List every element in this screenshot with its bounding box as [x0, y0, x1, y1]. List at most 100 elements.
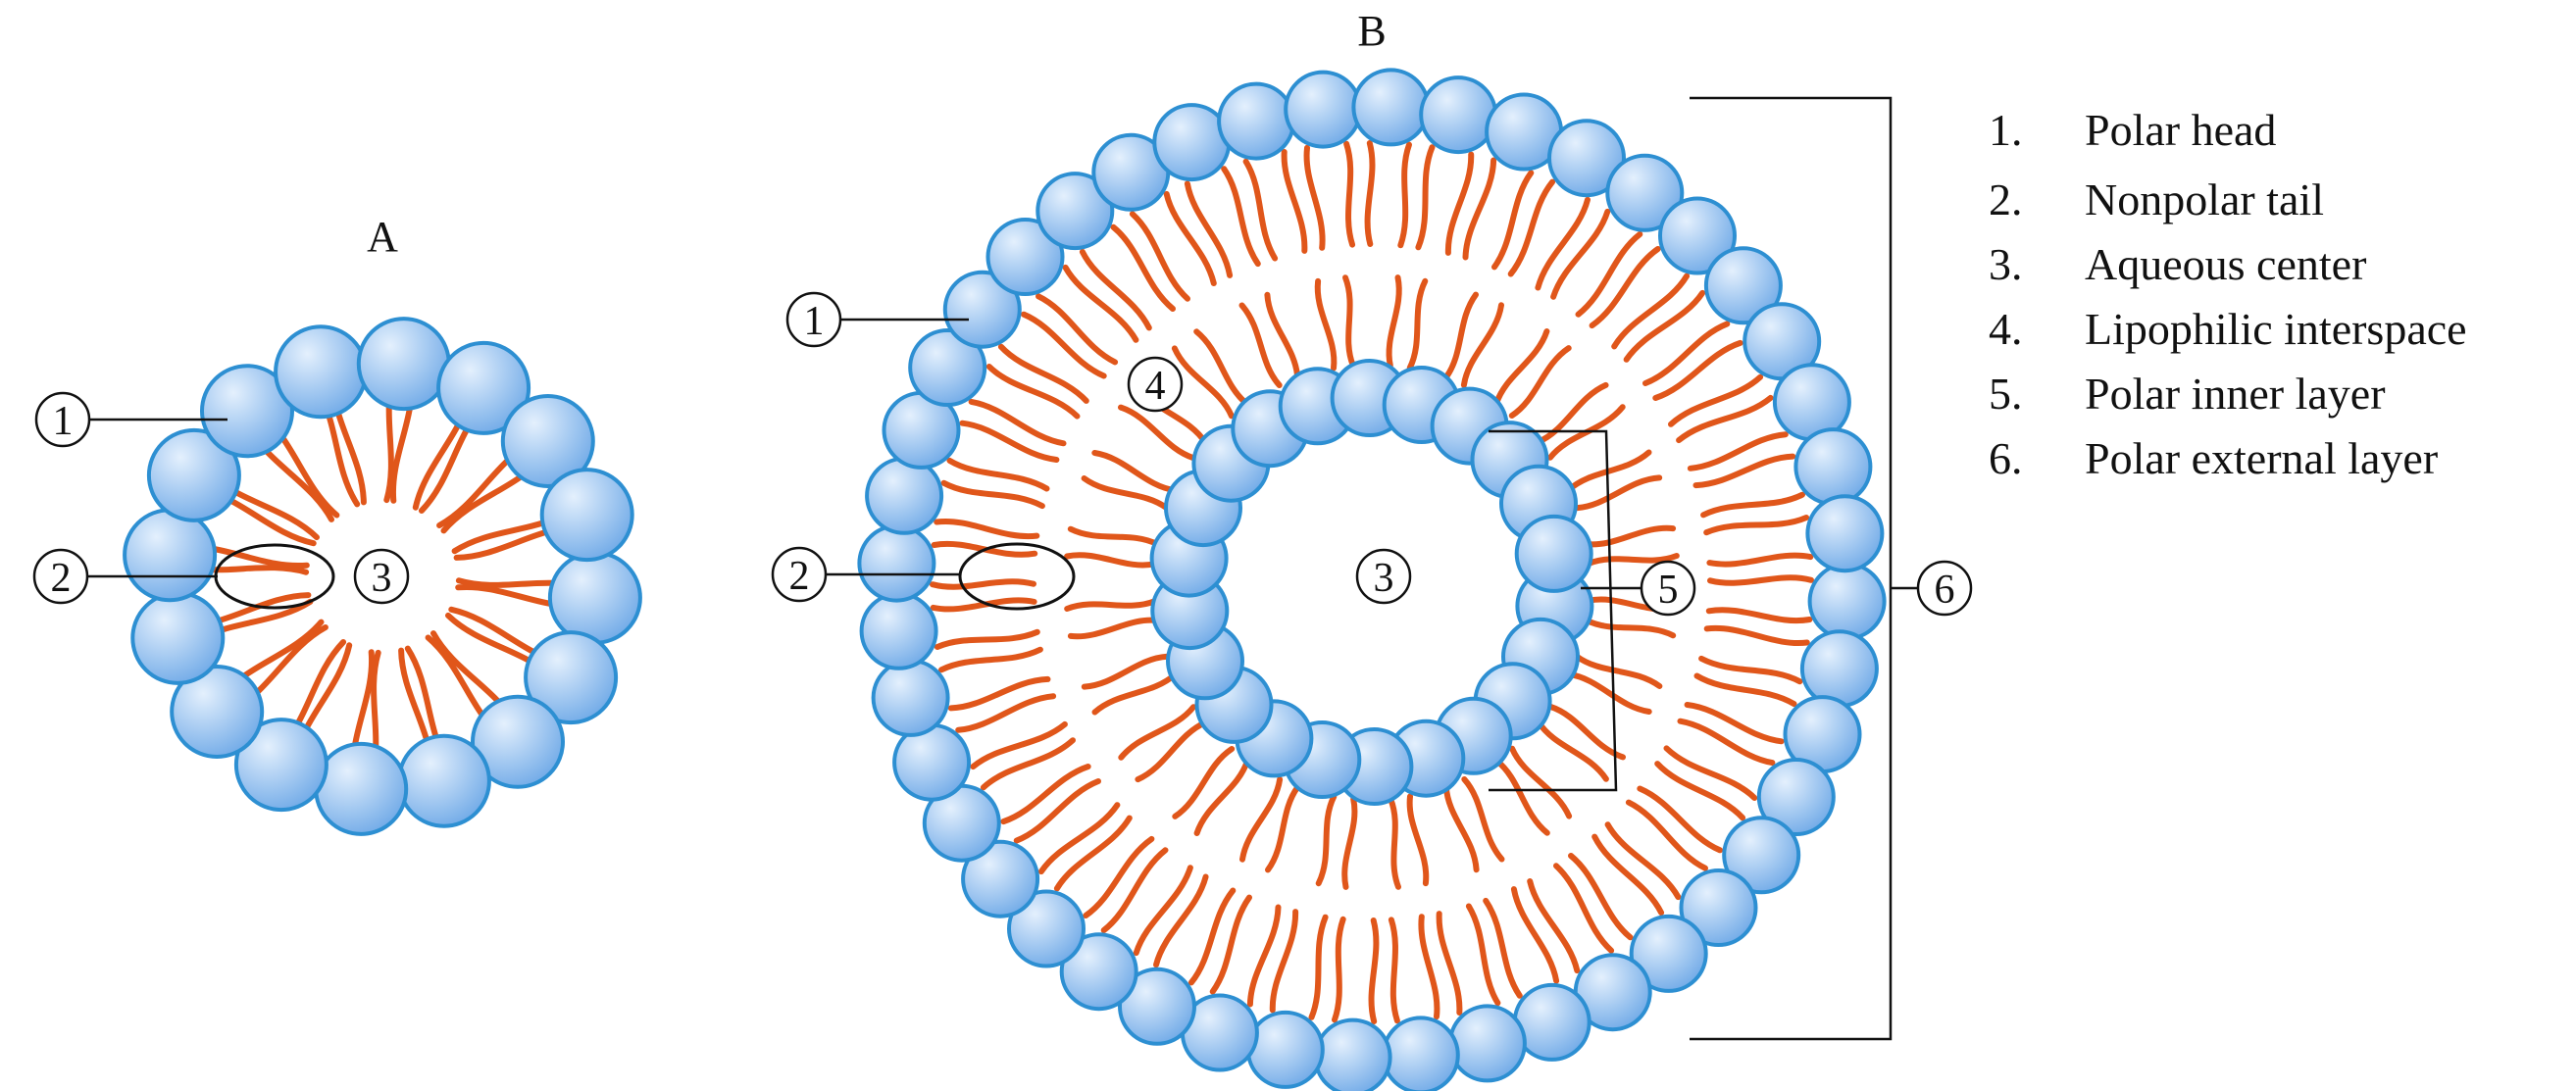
legend-label-5: Polar inner layer [2085, 369, 2386, 419]
vesicle-inner-tail [1091, 450, 1178, 494]
vesicle-outer-tail [1668, 373, 1764, 427]
vesicle-outer-tail [1083, 835, 1155, 918]
vesicle-inner-tail [1067, 525, 1161, 548]
micelle-head [200, 364, 294, 459]
vesicle-outer-head [1217, 81, 1296, 161]
vesicle-outer-tail [1684, 702, 1785, 745]
vesicle-outer-head [985, 218, 1065, 296]
legend-number-3: 3. [1989, 239, 2023, 289]
callout-b-6-circle [1916, 560, 1973, 617]
vesicle-outer-tail [1000, 764, 1091, 825]
vesicle-outer-tail [930, 597, 1037, 613]
vesicle-inner-tail [1566, 449, 1652, 493]
callout-b-3-circle [1355, 548, 1412, 605]
vesicle-inner-tail [1315, 793, 1338, 887]
vesicle-outer-head [1419, 75, 1498, 155]
vesicle-inner-tail [1535, 381, 1609, 445]
vesicle-outer-tail [1079, 248, 1152, 331]
vesicle-outer-tail [1368, 917, 1380, 1024]
vesicle-outer-tail [1625, 799, 1708, 871]
legend: 1. Polar head 2. Nonpolar tail 3. Aqueou… [1989, 105, 2467, 483]
legend-number-6: 6. [1989, 433, 2023, 483]
vesicle-inner-tail [1118, 404, 1196, 462]
vesicle-inner-tail [1442, 783, 1480, 873]
vesicle-outer-head [1035, 172, 1115, 251]
vesicle-outer-head [1756, 758, 1836, 836]
vesicle-outer-tail [1700, 491, 1805, 519]
vesicle-outer-tail [1269, 909, 1299, 1014]
vesicle-outer-tail [1652, 339, 1743, 401]
vesicle-outer-tail [940, 479, 1045, 510]
vesicle-outer-head [1059, 932, 1138, 1012]
vesicle-outer-tail [1129, 211, 1190, 302]
micelle-head [130, 590, 226, 685]
vesicle-outer-tail [1693, 672, 1797, 708]
vesicle-outer-head [1284, 70, 1363, 149]
vesicle-outer-tail [1611, 273, 1691, 350]
micelle-head [170, 665, 265, 759]
vesicle-inner-tail [1386, 274, 1402, 369]
vesicle-inner-tail [1238, 302, 1283, 388]
vesicle-outer-tail [1436, 911, 1463, 1016]
vesicle-outer-head [1658, 196, 1737, 275]
vesicle-outer-tail [934, 518, 1040, 540]
vesicle-inner-tail [1091, 671, 1178, 716]
micelle-head [471, 694, 565, 789]
vesicle-outer-tail [1332, 916, 1346, 1023]
vesicle-inner-tail [1342, 274, 1356, 369]
vesicle-inner-tail [1314, 277, 1338, 372]
micelle-head [500, 394, 595, 488]
vesicle-inner-tail [1442, 291, 1479, 381]
vesicle-inner-tail [1193, 328, 1250, 408]
vesicle-outer-head [865, 456, 944, 535]
vesicle-outer-tail [1623, 289, 1706, 363]
vesicle-inner-tail [1583, 524, 1677, 548]
vesicle-inner-tail [1171, 345, 1235, 420]
vesicle-outer-tail [934, 628, 1040, 650]
vesicle-outer-tail [1397, 141, 1412, 249]
vesicle-outer-tail [947, 675, 1051, 712]
vesicle-outer-tail [1698, 655, 1803, 685]
vesicle-outer-tail [955, 693, 1057, 733]
vesicle-outer-tail [1527, 878, 1581, 974]
vesicle-outer-tail [1507, 178, 1556, 277]
vesicle-outer-tail [1187, 887, 1237, 986]
legend-number-2: 2. [1989, 174, 2023, 224]
vesicle-outer-tail [1343, 140, 1356, 248]
vesicle-inner-tail [1547, 703, 1626, 761]
callout-b-4-label: 4 [1145, 364, 1166, 409]
vesicle-inner-tail [1573, 653, 1663, 689]
external-layer-bracket [1690, 96, 1893, 1041]
vesicle-outer-tail [1604, 821, 1682, 901]
vesicle-inner-tail [1081, 475, 1171, 512]
vesicle-inner-tail [1536, 719, 1609, 782]
vesicle-outer-head [1793, 427, 1873, 507]
vesicle-outer-tail [1035, 293, 1119, 366]
vesicle-outer-head [1245, 1010, 1325, 1089]
vesicle-inner-tail [1064, 598, 1158, 612]
vesicle-outer-tail [1100, 847, 1169, 933]
vesicle-outer-tail [1568, 853, 1634, 941]
vesicle-inner-tail [1492, 328, 1550, 407]
vesicle-inner-tail [1583, 617, 1677, 639]
micelle-panel: A 1 2 3 [32, 213, 642, 836]
vesicle-outer-head [1381, 1016, 1460, 1091]
vesicle-outer-tail [1703, 515, 1810, 536]
vesicle-inner-tail [1509, 745, 1573, 819]
vesicle-outer-head [1805, 494, 1885, 573]
vesicle-outer-tail [1053, 815, 1133, 892]
vesicle-outer-tail [1676, 394, 1774, 444]
legend-number-1: 1. [1989, 105, 2023, 155]
vesicle-outer-tail [1388, 917, 1400, 1024]
vesicle-inner-tail [1493, 757, 1550, 836]
vesicle-outer-tail [1418, 914, 1440, 1020]
vesicle-outer-tail [1209, 894, 1252, 995]
vesicle-inner-tail [1118, 704, 1197, 761]
panel-a-title: A [367, 213, 398, 261]
vesicle-outer-tail [1303, 144, 1326, 251]
vesicle-outer-tail [970, 720, 1068, 770]
legend-label-1: Polar head [2085, 105, 2276, 155]
vesicle-outer-tail [1591, 833, 1665, 917]
vesicle-outer-head [1703, 246, 1783, 325]
callout-b-2-circle [771, 546, 828, 603]
